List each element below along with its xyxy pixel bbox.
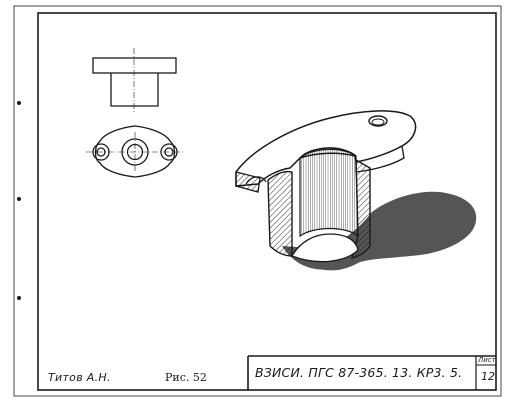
bolt-hole [371,118,385,126]
top-view [86,125,184,178]
binding-dot [17,197,21,201]
binding-dot [17,101,21,105]
boss-bottom [291,233,359,263]
sheet-label: Лист [478,356,496,364]
isometric-view [235,110,477,271]
front-view [92,48,177,112]
sheet-number: 12 [481,370,495,383]
outer-border [13,5,502,397]
boss-section [351,158,371,259]
binding-dot [17,296,21,300]
flange-notch [245,176,267,185]
document-code: ВЗИСИ. ПГС 87-365. 13. КР3. 5. [255,365,463,380]
boss-section [267,170,293,257]
bore-surface [299,148,359,238]
bore-rim [299,147,357,159]
author-name: Титов А.Н. [48,371,111,384]
inner-frame [37,12,497,391]
figure-label: Рис. 52 [165,371,207,384]
bolt-hole [368,115,388,127]
